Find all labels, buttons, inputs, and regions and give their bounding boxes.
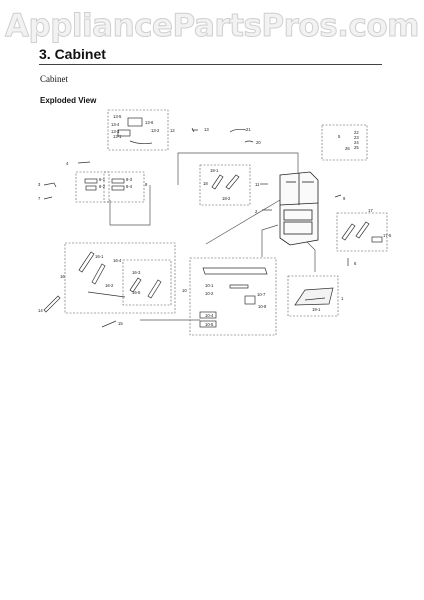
svg-text:8-3: 8-3 <box>126 177 133 182</box>
box-center-handle <box>199 164 251 206</box>
svg-text:13-5: 13-5 <box>113 114 122 119</box>
svg-text:1: 1 <box>341 296 344 301</box>
svg-text:15: 15 <box>118 321 123 326</box>
svg-text:11: 11 <box>255 182 260 187</box>
connector-lines <box>109 152 316 321</box>
svg-text:16-5: 16-5 <box>132 290 141 295</box>
svg-text:10-5: 10-5 <box>205 322 214 327</box>
exploded-view-label: Exploded View <box>40 96 97 105</box>
subtitle: Cabinet <box>40 74 68 84</box>
svg-text:25: 25 <box>354 145 359 150</box>
svg-text:17-5: 17-5 <box>383 233 392 238</box>
svg-text:23: 23 <box>354 135 359 140</box>
svg-text:8: 8 <box>145 182 148 187</box>
svg-text:9: 9 <box>343 196 346 201</box>
callout-labels: 13-5 13-4 13-3 13-1 13-6 13-2 12 13 21 2… <box>38 114 392 327</box>
refrigerator-cabinet <box>279 171 319 246</box>
svg-text:16-2: 16-2 <box>105 283 114 288</box>
box-lower-left-inner <box>122 259 172 306</box>
box-lower-right <box>287 275 339 317</box>
svg-text:10-1: 10-1 <box>205 283 214 288</box>
svg-text:13-1: 13-1 <box>113 134 122 139</box>
box-lower-left <box>64 242 176 314</box>
svg-text:8-4: 8-4 <box>126 184 133 189</box>
svg-text:16-1: 16-1 <box>95 254 104 259</box>
title-rule <box>39 64 382 65</box>
svg-text:19-1: 19-1 <box>312 307 321 312</box>
svg-text:26: 26 <box>345 146 350 151</box>
svg-text:8-2: 8-2 <box>99 184 106 189</box>
svg-text:10: 10 <box>182 288 187 293</box>
box-topright-legend <box>321 124 368 161</box>
svg-text:16: 16 <box>60 274 65 279</box>
box-lower-center <box>189 257 277 336</box>
svg-text:3: 3 <box>38 182 41 187</box>
svg-text:20: 20 <box>256 140 261 145</box>
svg-text:22: 22 <box>354 130 359 135</box>
box-right-parts <box>336 212 388 252</box>
svg-text:7: 7 <box>38 196 41 201</box>
svg-text:2: 2 <box>255 209 258 214</box>
svg-text:13-3: 13-3 <box>111 129 120 134</box>
svg-text:10-2: 10-2 <box>205 291 214 296</box>
box-top-hinge <box>107 109 169 151</box>
svg-text:5: 5 <box>338 134 341 139</box>
part-sketches <box>43 117 383 328</box>
svg-text:4: 4 <box>66 161 69 166</box>
svg-text:13-2: 13-2 <box>151 128 160 133</box>
svg-text:10-4: 10-4 <box>205 313 214 318</box>
svg-text:17: 17 <box>368 208 373 213</box>
svg-text:12: 12 <box>170 128 175 133</box>
svg-text:16-3: 16-3 <box>132 270 141 275</box>
svg-text:18: 18 <box>203 181 208 186</box>
svg-text:21: 21 <box>246 127 251 132</box>
svg-text:13-4: 13-4 <box>111 122 120 127</box>
svg-text:10-7: 10-7 <box>257 292 266 297</box>
svg-text:6: 6 <box>354 261 357 266</box>
svg-text:8-1: 8-1 <box>99 177 106 182</box>
svg-text:10-8: 10-8 <box>258 304 267 309</box>
svg-text:18-1: 18-1 <box>210 168 219 173</box>
svg-text:24: 24 <box>354 140 359 145</box>
group-boxes <box>64 109 388 336</box>
svg-text:13-6: 13-6 <box>145 120 154 125</box>
svg-text:13: 13 <box>204 127 209 132</box>
svg-text:14: 14 <box>38 308 43 313</box>
svg-text:16-4: 16-4 <box>113 258 122 263</box>
svg-text:18-2: 18-2 <box>222 196 231 201</box>
watermark: AppliancePartsPros.com <box>5 8 420 45</box>
section-title: 3. Cabinet <box>39 46 106 62</box>
